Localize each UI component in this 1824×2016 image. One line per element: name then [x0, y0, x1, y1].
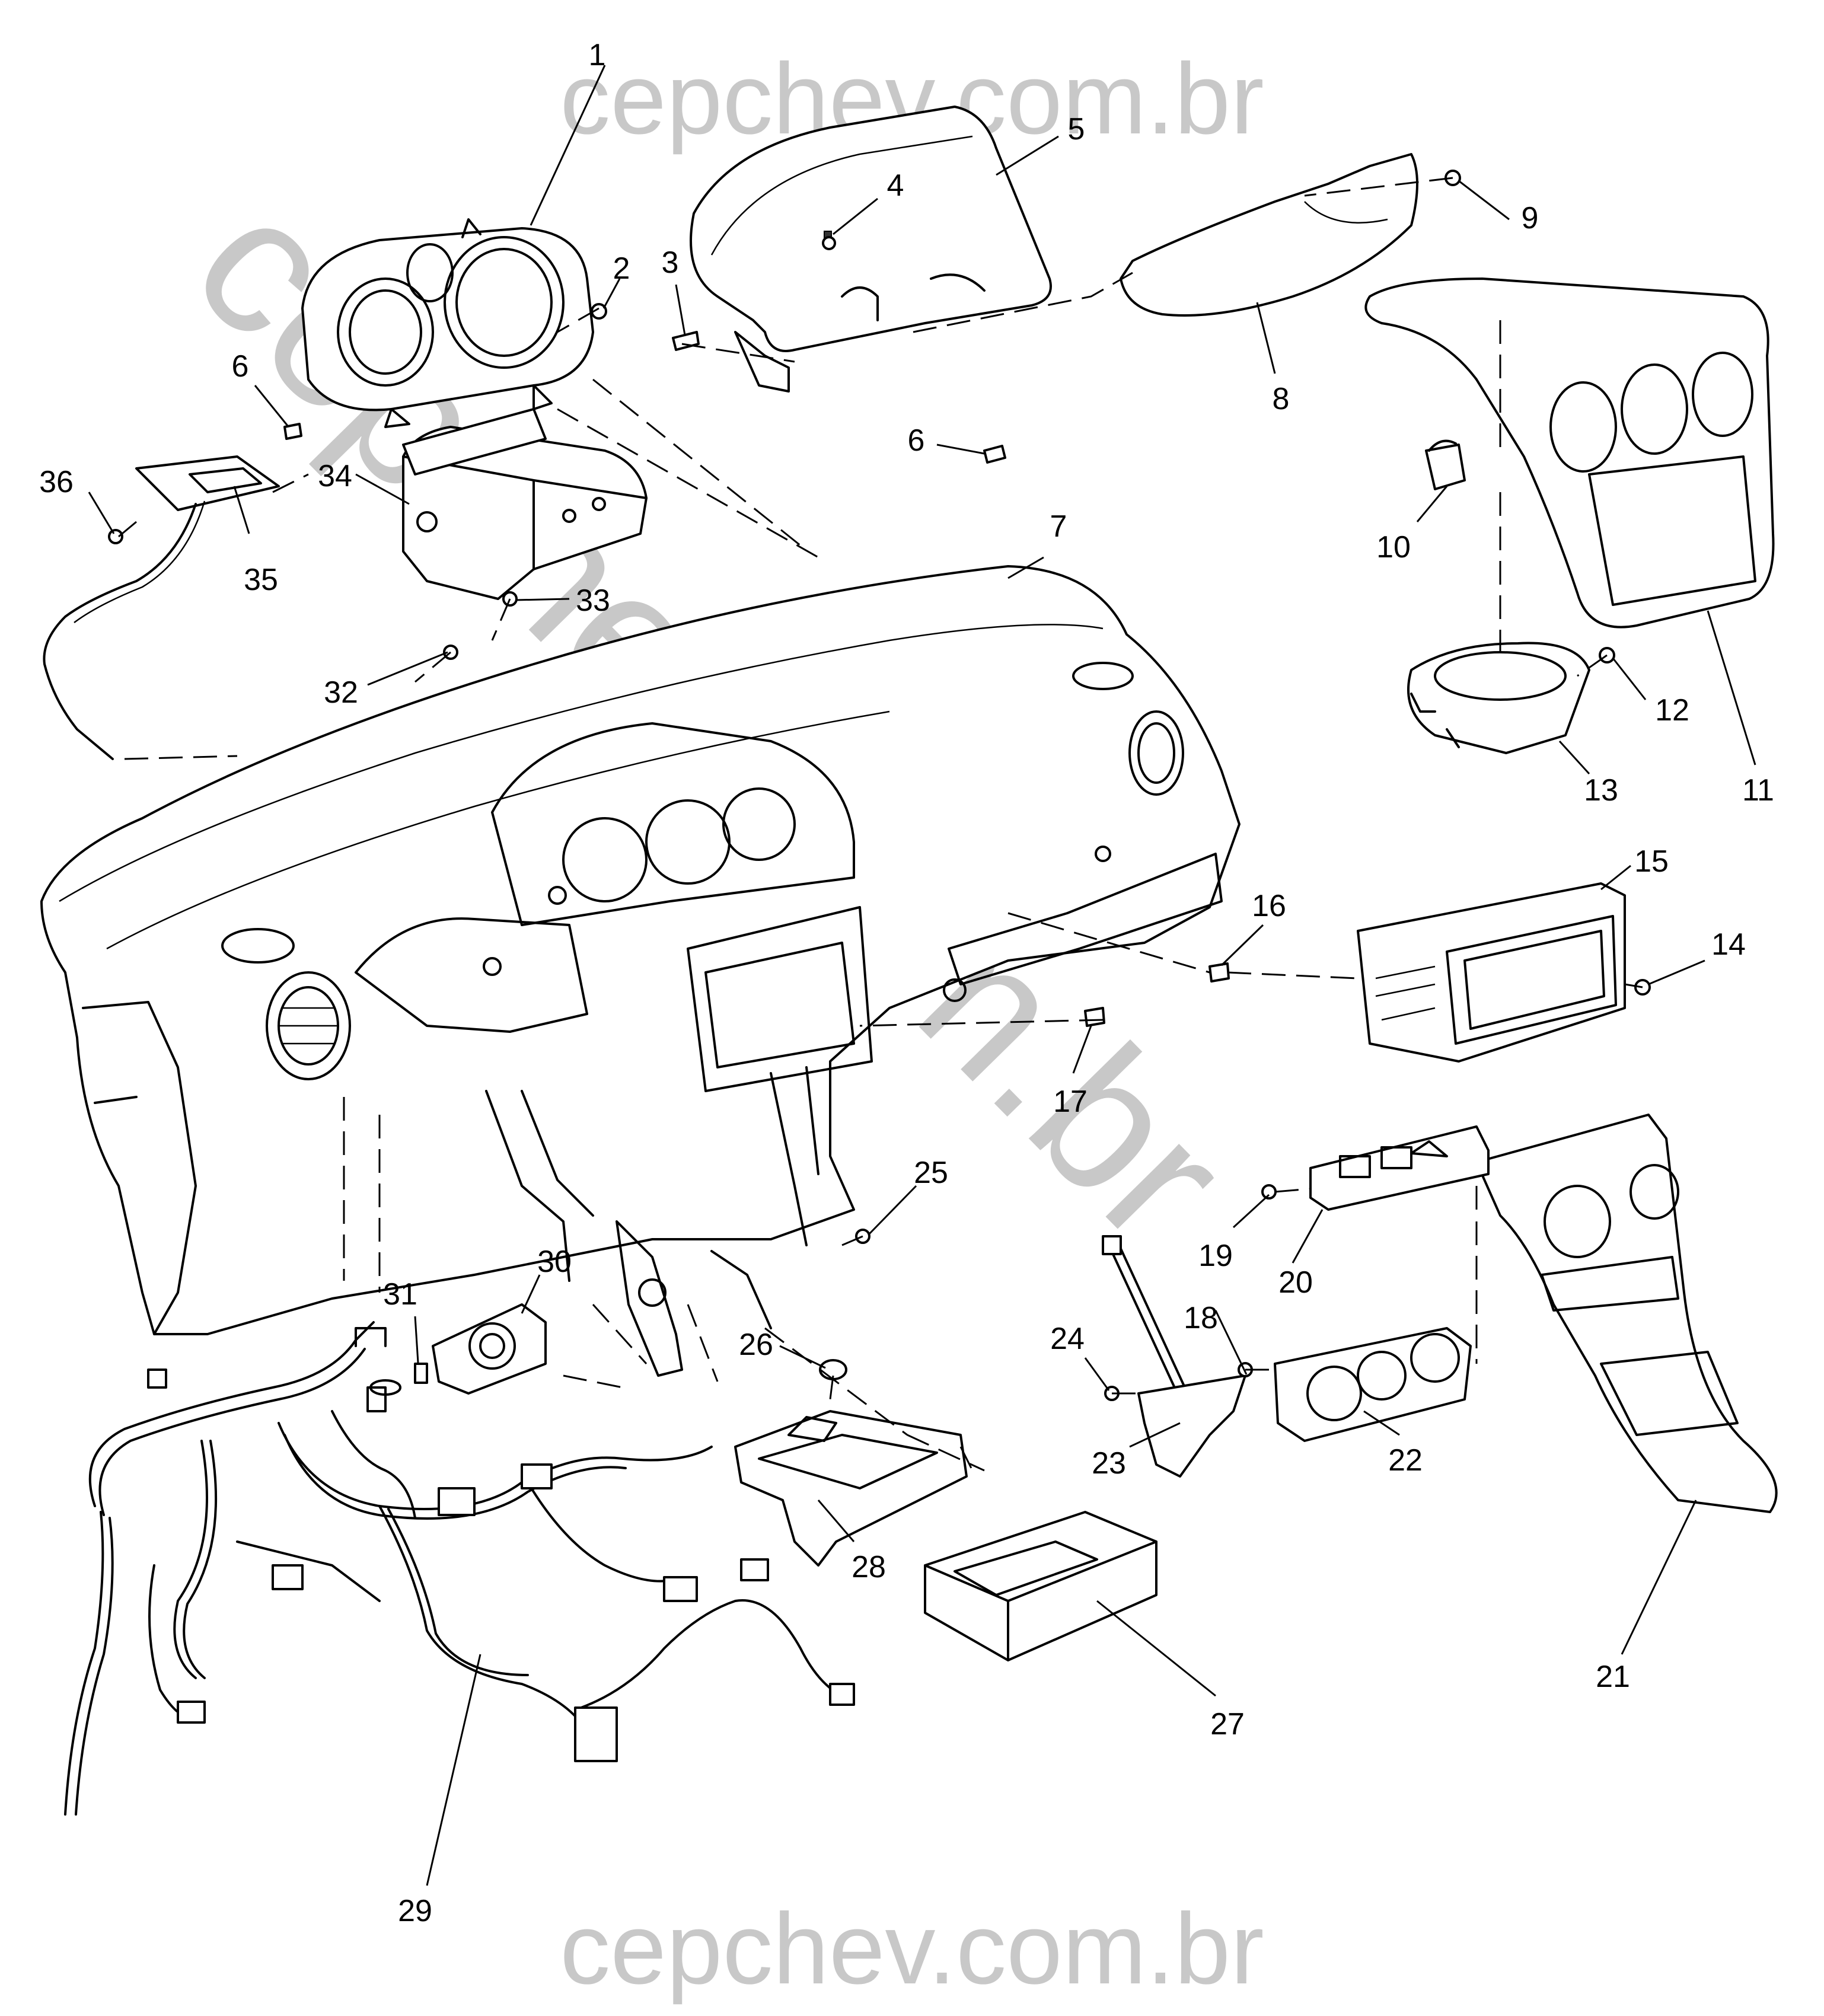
leader-lines — [88, 65, 1756, 1886]
callout-35: 35 — [244, 563, 278, 597]
part-hvac-control — [1274, 1327, 1472, 1442]
callout-31: 31 — [383, 1277, 417, 1312]
part-side-trim-duct — [1120, 153, 1418, 317]
part-instrument-panel-upper-trim — [690, 106, 1052, 393]
callout-21: 21 — [1596, 1660, 1630, 1694]
callout-29: 29 — [398, 1894, 432, 1928]
part-storage-compartment — [1407, 642, 1590, 754]
part-console-trim-plate — [1475, 1114, 1778, 1513]
callout-12: 12 — [1655, 693, 1689, 728]
part-bracket-rod — [1102, 1235, 1246, 1478]
part-module-tray — [734, 1410, 968, 1567]
callout-4: 4 — [887, 168, 904, 203]
assembly-lines — [118, 177, 1643, 1472]
callout-16: 16 — [1252, 889, 1286, 923]
callout-9: 9 — [1522, 201, 1539, 235]
callout-25: 25 — [914, 1156, 948, 1190]
part-control-module — [924, 1511, 1157, 1661]
watermark-bottom: cepchev.com.br — [560, 1893, 1264, 2005]
part-switch-panel — [1309, 1125, 1490, 1211]
callout-33: 33 — [576, 583, 610, 618]
callout-30: 30 — [537, 1245, 572, 1279]
callout-3: 3 — [662, 245, 679, 280]
part-instrument-panel-main — [40, 565, 1241, 1377]
callout-10: 10 — [1376, 530, 1411, 564]
callout-1: 1 — [589, 38, 606, 72]
callout-14: 14 — [1711, 927, 1746, 962]
part-cable-inner — [74, 500, 206, 624]
callout-32: 32 — [324, 675, 358, 710]
callout-11: 11 — [1742, 773, 1774, 808]
part-instrument-cluster-bezel — [301, 218, 594, 428]
callout-27: 27 — [1210, 1707, 1245, 1741]
part-cable — [43, 503, 197, 760]
callout-17: 17 — [1053, 1084, 1088, 1119]
callout-36: 36 — [39, 465, 74, 499]
callout-6a: 6 — [232, 349, 249, 384]
part-radio-head-unit — [1357, 882, 1626, 1063]
callout-19: 19 — [1198, 1239, 1233, 1273]
callout-28: 28 — [852, 1550, 886, 1584]
callout-23: 23 — [1092, 1446, 1126, 1481]
callout-15: 15 — [1634, 844, 1669, 879]
callout-26: 26 — [739, 1328, 773, 1362]
callout-6b: 6 — [908, 423, 925, 458]
callout-34: 34 — [318, 459, 352, 493]
callout-2: 2 — [613, 251, 630, 286]
part-center-trim-bezel — [1364, 277, 1775, 629]
callout-7: 7 — [1050, 509, 1067, 544]
callout-5: 5 — [1068, 112, 1085, 146]
part-headlamp-switch — [432, 1303, 547, 1395]
part-wiring-harness — [64, 1321, 855, 1816]
callout-13: 13 — [1584, 773, 1618, 808]
callout-20: 20 — [1278, 1265, 1313, 1300]
callout-18: 18 — [1184, 1301, 1218, 1335]
callout-8: 8 — [1273, 382, 1290, 416]
callout-24: 24 — [1050, 1322, 1085, 1356]
part-airbag-module — [402, 408, 648, 600]
part-switch — [1425, 439, 1466, 490]
callout-labels: 1 2 3 4 5 6 6 7 8 9 10 11 12 13 14 15 16… — [39, 38, 1774, 1928]
callout-22: 22 — [1388, 1443, 1423, 1478]
part-sensor-bracket — [135, 455, 280, 511]
